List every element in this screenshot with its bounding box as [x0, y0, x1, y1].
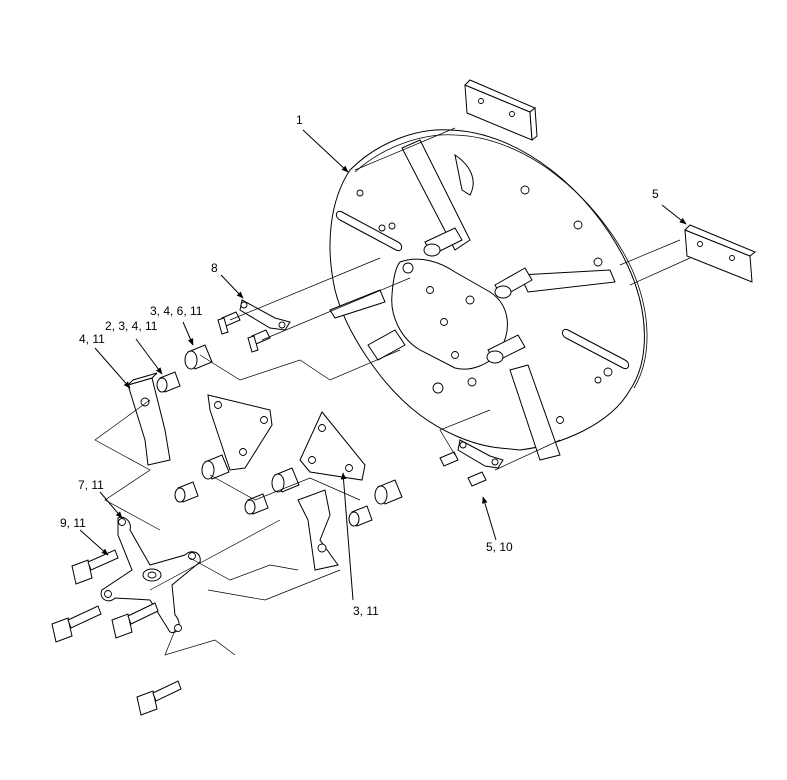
- callout-7-11: 7, 11: [78, 478, 104, 492]
- hex-bolts: [51, 549, 182, 716]
- callout-2-3-4-11: 2, 3, 4, 11: [105, 319, 158, 333]
- rotor-disc: [329, 129, 648, 461]
- knife-blade-right: [684, 224, 756, 283]
- callout-4-11: 4, 11: [79, 332, 105, 346]
- callout-5-10: 5, 10: [486, 540, 513, 554]
- triangle-plate-right: [299, 411, 366, 481]
- callout-3-11: 3, 11: [353, 604, 379, 618]
- callout-3-4-6-11: 3, 4, 6, 11: [150, 304, 203, 318]
- bracket-left: [127, 372, 171, 466]
- bracket-right: [297, 489, 339, 571]
- assembly-center-lines: [94, 127, 691, 656]
- callout-9-11: 9, 11: [60, 516, 86, 530]
- spacer-bushings: [156, 344, 403, 527]
- callout-labels: 1 5 8 3, 4, 6, 11 2, 3, 4, 11 4, 11 7, 1…: [60, 113, 659, 618]
- bolt-clip-group-lower: [439, 439, 504, 487]
- leader-arrows: [79, 129, 687, 601]
- triangle-plate-left: [207, 394, 273, 471]
- callout-5-top: 5: [652, 187, 659, 201]
- callout-1: 1: [296, 113, 303, 127]
- bolt-clip-group-upper: [217, 299, 291, 353]
- callout-8: 8: [211, 261, 218, 275]
- knife-blade-top: [464, 79, 538, 141]
- spider-hub: [100, 516, 201, 633]
